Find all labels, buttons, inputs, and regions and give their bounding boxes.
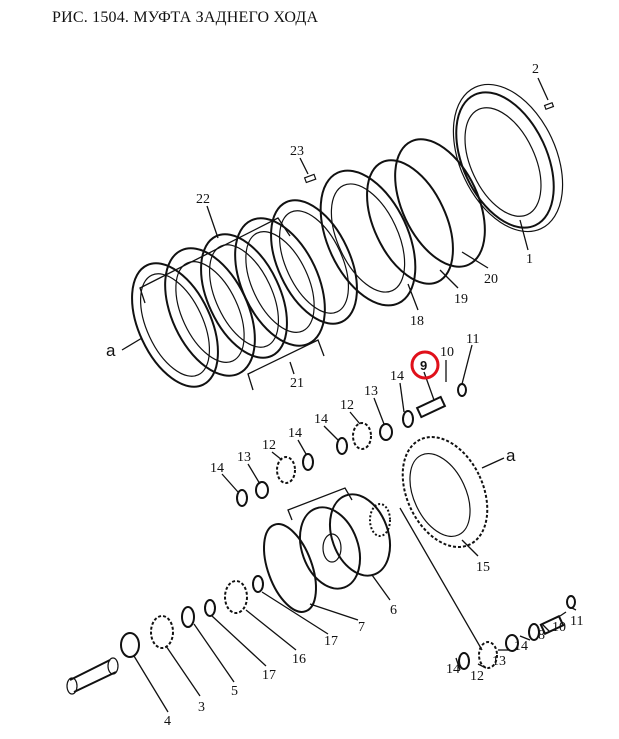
bracket-21	[247, 339, 325, 391]
clutch-plates	[131, 199, 358, 388]
label-20: 20	[484, 272, 498, 287]
part-housing-1	[452, 83, 564, 233]
part-pin-2	[543, 101, 555, 111]
part-plate-18	[319, 169, 417, 307]
label-11: 11	[570, 614, 583, 629]
label-13: 13	[492, 654, 506, 669]
label-2: 2	[532, 62, 539, 77]
label-3: 3	[198, 700, 205, 715]
bracket-22	[139, 217, 291, 304]
label-23: 23	[290, 144, 304, 159]
label-13: 13	[237, 450, 251, 465]
label-12: 12	[470, 669, 484, 684]
label-a-left: a	[106, 341, 116, 360]
label-16: 16	[292, 652, 306, 667]
small-parts-left	[66, 575, 264, 695]
part-carrier-6	[299, 493, 391, 590]
label-7: 7	[358, 620, 365, 635]
planet-gear-sets	[236, 383, 576, 670]
part-ring-19	[366, 159, 454, 285]
label-15: 15	[476, 560, 490, 575]
label-14: 14	[314, 412, 328, 427]
label-14: 14	[390, 369, 404, 384]
label-13: 13	[364, 384, 378, 399]
part-ring-gear-15	[401, 436, 489, 548]
label-17: 17	[262, 668, 276, 683]
label-12: 12	[262, 438, 276, 453]
part-labels: 2 23 22 1 20 19 18 21 a 11 10 9 14 13 12…	[106, 62, 583, 729]
label-12: 12	[340, 398, 354, 413]
label-21: 21	[290, 376, 304, 391]
label-9: 9	[420, 358, 427, 373]
label-11: 11	[466, 332, 479, 347]
part-ring-20	[394, 138, 486, 268]
leader-lines	[121, 77, 577, 713]
label-a-right: a	[506, 446, 516, 465]
label-14: 14	[210, 461, 224, 476]
part-spring-23	[303, 173, 317, 184]
label-14: 14	[288, 426, 302, 441]
label-14: 14	[514, 639, 528, 654]
figure-title: РИС. 1504. МУФТА ЗАДНЕГО ХОДА	[52, 9, 319, 26]
label-5: 5	[231, 684, 238, 699]
label-6: 6	[390, 603, 397, 618]
part-ring-7	[263, 523, 317, 613]
label-8: 8	[538, 628, 545, 643]
label-19: 19	[454, 292, 468, 307]
label-1: 1	[526, 252, 533, 267]
label-4: 4	[164, 714, 171, 729]
label-14: 14	[446, 662, 460, 677]
label-10: 10	[552, 620, 566, 635]
label-10: 10	[440, 345, 454, 360]
label-22: 22	[196, 192, 210, 207]
label-18: 18	[410, 314, 424, 329]
label-17: 17	[324, 634, 338, 649]
highlight-circle	[410, 350, 440, 380]
